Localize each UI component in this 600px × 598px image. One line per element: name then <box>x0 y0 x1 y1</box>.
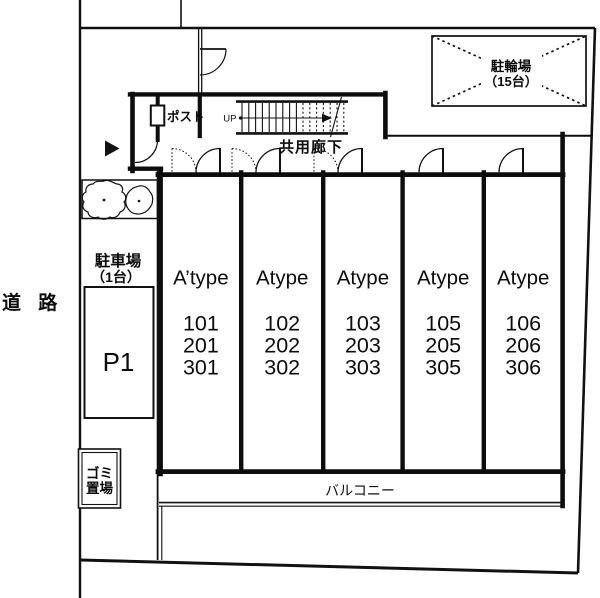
boundary-right <box>576 27 597 574</box>
room-number: 101 <box>183 312 219 336</box>
room-number: 302 <box>264 356 300 380</box>
parking-name-label: 駐車場 <box>95 251 142 270</box>
trash-box-inner <box>81 451 118 506</box>
tree-trunk-dot <box>137 199 141 203</box>
balcony-structure <box>156 171 562 560</box>
trash-label-line2: 置場 <box>86 480 113 496</box>
balcony-label: バルコニー <box>325 483 395 499</box>
bicycle-parking: 駐輪場 （15台） <box>431 35 587 107</box>
unit-column-4: Atype 105 205 305 <box>417 267 469 380</box>
front-gate <box>197 28 227 93</box>
unit-column-2: Atype 102 202 302 <box>256 267 308 380</box>
building-walls <box>127 90 591 509</box>
room-number: 305 <box>425 356 461 380</box>
room-number: 205 <box>425 334 461 358</box>
room-number: 306 <box>505 356 541 380</box>
trash-box-outer <box>77 448 122 509</box>
entrance-arrow-icon <box>105 140 120 157</box>
parking-capacity-label: （1台） <box>91 269 141 285</box>
room-number: 301 <box>183 356 219 380</box>
door-swing-arc <box>498 147 524 173</box>
planting-box <box>81 179 159 220</box>
unit-column-5: Atype 106 206 306 <box>497 267 549 380</box>
boundary-bottom <box>79 558 579 575</box>
mailbox: ポスト <box>149 104 205 127</box>
stair-arrowhead-icon <box>322 113 332 123</box>
road-label: 道 路 <box>2 291 63 314</box>
unit-type-label: Atype <box>337 267 389 290</box>
bicycle-name-label: 駐輪場 <box>491 58 532 74</box>
room-number: 203 <box>345 334 381 358</box>
mailbox-icon <box>149 104 166 127</box>
bicycle-label-backdrop <box>481 53 542 90</box>
bicycle-capacity-label: （15台） <box>484 74 537 89</box>
unit-column-3: Atype 103 203 303 <box>337 267 389 380</box>
door-swing-arc <box>418 147 444 173</box>
corridor-doors <box>171 147 524 173</box>
door-swing-arc <box>195 147 221 173</box>
staircase: UP <box>223 96 348 138</box>
door-swing-arc <box>337 147 363 173</box>
unit-column-1: A’type 101 201 301 <box>173 267 228 380</box>
room-number: 201 <box>183 334 219 358</box>
room-number: 303 <box>345 356 381 380</box>
mailbox-label: ポスト <box>167 109 205 124</box>
door-swing-arc-dashed <box>231 148 257 173</box>
room-number: 102 <box>264 312 300 336</box>
unit-type-label: Atype <box>417 267 469 290</box>
stair-break-line <box>329 96 343 138</box>
parking-space-outline <box>83 286 155 419</box>
room-number: 103 <box>345 312 381 336</box>
room-number: 206 <box>505 334 541 358</box>
unit-type-label: A’type <box>173 267 228 290</box>
door-swing-arc-dashed <box>313 148 339 173</box>
entrance-door-swing-arc <box>134 139 159 164</box>
door-swing-arc <box>255 147 281 173</box>
room-number: 106 <box>505 312 541 336</box>
room-number: 105 <box>425 312 461 336</box>
gate-door-swing-arc <box>199 48 227 76</box>
tree-icon <box>81 179 127 220</box>
trash-label-line1: ゴミ <box>86 465 113 481</box>
tree-icon <box>125 185 154 215</box>
unit-type-label: Atype <box>497 267 549 290</box>
parking-space-label: P1 <box>103 347 135 377</box>
parking-area: 駐車場 （1台） P1 <box>83 251 155 419</box>
unit-type-label: Atype <box>256 267 308 290</box>
stairs-up-label: UP <box>223 114 236 125</box>
tree-trunk-dot <box>102 198 106 202</box>
room-number: 202 <box>264 334 300 358</box>
trash-area: ゴミ 置場 <box>77 448 122 509</box>
bicycle-area-outline <box>431 35 587 107</box>
door-swing-arc-dashed <box>171 148 197 173</box>
corridor-label: 共用廊下 <box>279 138 343 156</box>
